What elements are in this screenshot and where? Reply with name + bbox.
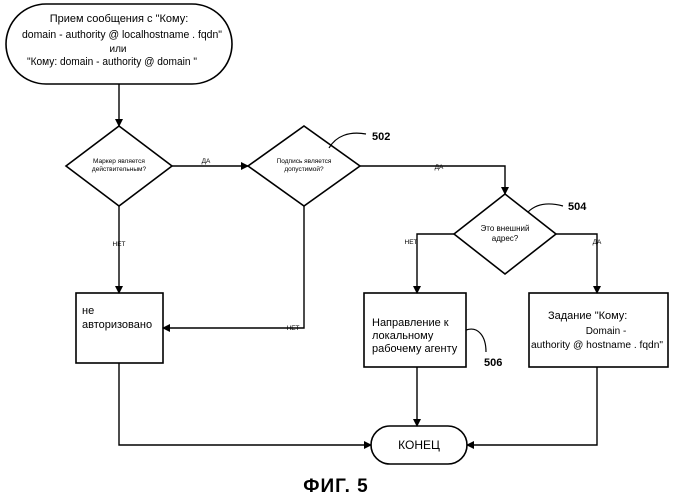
start-terminator: Прием сообщения с "Кому: domain - author…: [6, 4, 232, 84]
edge-external-no: [417, 234, 454, 293]
start-line-4: "Кому: domain - authority @ domain ": [27, 56, 197, 68]
decision-external-address: Это внешний адрес?: [454, 194, 556, 274]
process-setto-line-1: Задание "Кому:: [548, 310, 627, 322]
leader-506: [466, 329, 486, 352]
process-local-line-2: локальному: [372, 330, 434, 342]
decision-token-line-2: действительным?: [92, 165, 147, 173]
decision-external-line-2: адрес?: [492, 234, 519, 243]
process-local-line-1: Направление к: [372, 317, 449, 329]
figure-caption: ФИГ. 5: [303, 476, 368, 497]
label-external-no: НЕТ: [405, 239, 418, 246]
ref-504: 504: [568, 201, 587, 213]
process-setto-line-3: authority @ hostname . fqdn": [531, 340, 663, 351]
connectors: [119, 84, 597, 445]
label-external-yes: ДА: [593, 239, 602, 246]
edge-signature-yes: [360, 166, 505, 194]
start-line-1: Прием сообщения с "Кому:: [50, 13, 189, 25]
edge-signature-no: [163, 206, 304, 328]
ref-506: 506: [484, 357, 502, 369]
leader-502: [329, 133, 366, 148]
process-local-line-3: рабочему агенту: [372, 343, 458, 355]
process-route-local-worker: Направление к локальному рабочему агенту: [364, 293, 466, 367]
label-signature-no: НЕТ: [287, 325, 300, 332]
process-unauth-line-2: авторизовано: [82, 319, 152, 331]
decision-signature-line-2: допустимой?: [284, 165, 324, 173]
ref-502: 502: [372, 131, 390, 143]
edge-external-yes: [556, 234, 597, 293]
decision-signature-valid: Подпись является допустимой?: [248, 126, 360, 206]
process-unauth-line-1: не: [82, 305, 94, 317]
edge-setto-to-end: [467, 367, 597, 445]
start-line-2: domain - authority @ localhostname . fqd…: [22, 29, 222, 41]
end-label: КОНЕЦ: [398, 438, 440, 452]
decision-token-line-1: Маркер является: [93, 158, 145, 165]
decision-signature-line-1: Подпись является: [277, 158, 332, 165]
edge-unauth-to-end: [119, 363, 371, 445]
end-terminator: КОНЕЦ: [371, 426, 467, 464]
process-set-to-header: Задание "Кому: Domain - authority @ host…: [529, 293, 668, 367]
label-token-no: НЕТ: [113, 241, 126, 248]
label-token-yes: ДА: [202, 158, 211, 165]
leader-504: [528, 204, 563, 212]
decision-external-line-1: Это внешний: [481, 224, 530, 233]
start-line-3: или: [109, 44, 126, 55]
process-not-authorized: не авторизовано: [76, 293, 163, 363]
process-setto-line-2: Domain -: [586, 326, 627, 337]
label-signature-yes: ДА: [435, 164, 444, 171]
decision-token-valid: Маркер является действительным?: [66, 126, 172, 206]
